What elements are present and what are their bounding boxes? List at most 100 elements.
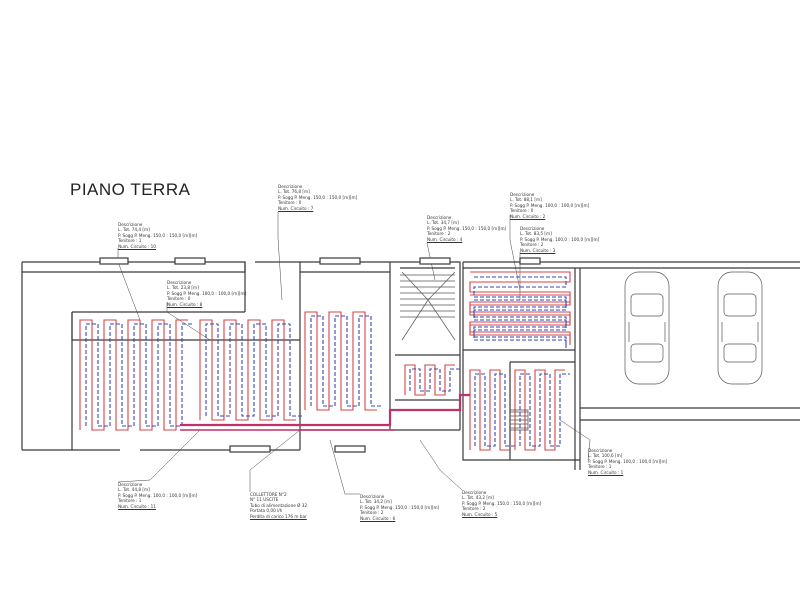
note-line: Tenitore : 1 bbox=[118, 238, 142, 244]
wall-segment bbox=[390, 261, 461, 430]
note-line: N° 11 USCITE bbox=[250, 497, 279, 503]
note-line: L. Tot. 100,6 [m] bbox=[588, 453, 623, 459]
loop-circuit-10-return bbox=[85, 323, 194, 427]
note-circuit-4: Descrizione L. Tot. 34,7 [m] P. Sogg P. … bbox=[427, 215, 506, 242]
wall-segment bbox=[462, 262, 580, 461]
note-line: Descrizione bbox=[427, 215, 452, 220]
window-opening bbox=[174, 257, 206, 265]
note-line: L. Tot. 43,2 [m] bbox=[462, 495, 494, 501]
window-opening bbox=[419, 257, 451, 265]
note-line: Descrizione bbox=[360, 494, 385, 499]
note-line: Tenitore : 1 bbox=[118, 498, 142, 504]
note-line: Descrizione bbox=[118, 482, 143, 487]
note-line: Tenitore : 2 bbox=[520, 242, 544, 248]
loop-circuit-3-supply bbox=[469, 294, 571, 345]
note-line: P. Sogg P. Meng. 150,0 : 150,0 [m][m] bbox=[360, 504, 440, 510]
note-line: Tubo di alimentazione Ø 32 bbox=[250, 502, 308, 508]
note-line: P. Sogg P. Meng. 150,0 : 150,0 [m][m] bbox=[118, 232, 198, 238]
loop-circuit-1-supply bbox=[514, 369, 565, 451]
note-line: Tenitore : 0 bbox=[510, 208, 534, 214]
note-collector: COLLETTORE N°2 N° 11 USCITE Tubo di alim… bbox=[250, 492, 307, 519]
loop-circuit-4-supply bbox=[404, 364, 455, 396]
note-line: L. Tot. 34,2 [m] bbox=[360, 499, 392, 505]
loop-circuit-5-supply bbox=[469, 369, 510, 451]
loop-circuit-8-return bbox=[205, 323, 302, 417]
leader-line bbox=[329, 439, 360, 495]
note-line: Descrizione bbox=[510, 192, 535, 197]
loop-circuit-8-supply bbox=[199, 319, 296, 421]
wall-segment bbox=[300, 261, 391, 430]
drawing-title: PIANO TERRA bbox=[70, 180, 191, 199]
car-windshield bbox=[630, 293, 664, 317]
wall-segment bbox=[22, 261, 246, 273]
loop-circuit-4-return bbox=[409, 368, 460, 392]
building-walls bbox=[21, 257, 800, 470]
note-line: P. Sogg P. Meng. 150,0 : 150,0 [m][m] bbox=[278, 194, 358, 200]
window-opening bbox=[99, 257, 129, 265]
note-line: Num. Circuito : 5 bbox=[462, 511, 498, 517]
note-circuit-5: Descrizione L. Tot. 43,2 [m] P. Sogg P. … bbox=[462, 490, 541, 517]
window-opening bbox=[229, 445, 271, 453]
loop-circuit-3-return bbox=[473, 299, 567, 350]
note-line: Tenitore : 2 bbox=[462, 506, 486, 512]
note-line: Descrizione bbox=[278, 184, 303, 189]
window-opening bbox=[319, 257, 361, 265]
window-opening bbox=[519, 257, 541, 265]
car-windshield bbox=[723, 293, 757, 317]
loop-circuit-7-return bbox=[310, 315, 383, 407]
car-rear-window bbox=[630, 343, 664, 363]
note-line: P. Sogg P. Meng. 100,0 : 100,0 [m][m] bbox=[520, 236, 600, 242]
note-line: Num. Circuito : 6 bbox=[360, 515, 396, 521]
note-line: L. Tot. 76,8 [m] bbox=[278, 189, 310, 195]
car-outline bbox=[624, 271, 670, 385]
note-line: L. Tot. 44,8 [m] bbox=[118, 487, 150, 493]
note-line: Num. Circuito : 11 bbox=[118, 503, 156, 509]
note-line: L. Tot. 83,5 [m] bbox=[520, 231, 552, 237]
note-line: Descrizione bbox=[167, 280, 192, 285]
loop-circuit-1-return bbox=[519, 373, 570, 447]
note-line: Descrizione bbox=[462, 490, 487, 495]
note-line: P. Sogg P. Meng. 100,0 : 100,0 [m][m] bbox=[588, 458, 668, 464]
note-line: Num. Circuito : 3 bbox=[520, 247, 556, 253]
note-line: P. Sogg P. Meng. 150,0 : 150,0 [m][m] bbox=[427, 225, 507, 231]
note-line: Num. Circuito : 8 bbox=[167, 301, 203, 307]
plan-details bbox=[400, 271, 763, 431]
note-line: L. Tot. 34,7 [m] bbox=[427, 220, 459, 226]
car-body bbox=[717, 271, 763, 385]
leader-line bbox=[559, 419, 591, 461]
note-line: Num. Circuito : 1 bbox=[588, 469, 624, 475]
note-line: Tenitore : 0 bbox=[167, 296, 191, 302]
note-line: Num. Circuito : 10 bbox=[118, 243, 156, 249]
note-line: Tenitore : 2 bbox=[427, 231, 451, 237]
note-line: Descrizione bbox=[520, 226, 545, 231]
note-line: Num. Circuito : 2 bbox=[510, 213, 546, 219]
loop-circuit-2-return bbox=[473, 276, 567, 347]
note-line: L. Tot. 88,1 [m] bbox=[510, 197, 542, 203]
note-circuit-2: Descrizione L. Tot. 88,1 [m] P. Sogg P. … bbox=[510, 192, 589, 219]
note-line: P. Sogg P. Meng. 100,0 : 100,0 [m][m] bbox=[510, 202, 590, 208]
window-opening bbox=[334, 445, 366, 453]
note-line: Tenitore : 1 bbox=[588, 464, 612, 470]
note-line: Tenitore : 0 bbox=[278, 200, 302, 206]
note-line: Num. Circuito : 4 bbox=[427, 236, 463, 242]
note-line: P. Sogg P. Meng. 100,0 : 100,0 [m][m] bbox=[167, 290, 247, 296]
car-outline bbox=[717, 271, 763, 385]
note-line: Num. Circuito : 7 bbox=[278, 205, 314, 211]
note-circuit-1: Descrizione L. Tot. 100,6 [m] P. Sogg P.… bbox=[588, 448, 667, 475]
note-circuit-3: Descrizione L. Tot. 83,5 [m] P. Sogg P. … bbox=[520, 226, 599, 253]
heating-pipes bbox=[79, 271, 571, 451]
car-rear-window bbox=[723, 343, 757, 363]
note-circuit-10: Descrizione L. Tot. 74,4 [m] P. Sogg P. … bbox=[118, 222, 197, 249]
note-line: Perdita di carico 176 m bar bbox=[250, 513, 307, 519]
leader-line bbox=[117, 429, 201, 483]
note-line: Descrizione bbox=[588, 448, 613, 453]
loop-circuit-5-return bbox=[474, 373, 515, 447]
note-circuit-8: Descrizione L. Tot. 23,8 [m] P. Sogg P. … bbox=[167, 280, 246, 307]
car-body bbox=[624, 271, 670, 385]
note-line: Descrizione bbox=[118, 222, 143, 227]
note-line: L. Tot. 23,8 [m] bbox=[167, 285, 199, 291]
note-line: Portata 0,00 l/h bbox=[250, 508, 283, 514]
stair-run bbox=[401, 271, 456, 341]
